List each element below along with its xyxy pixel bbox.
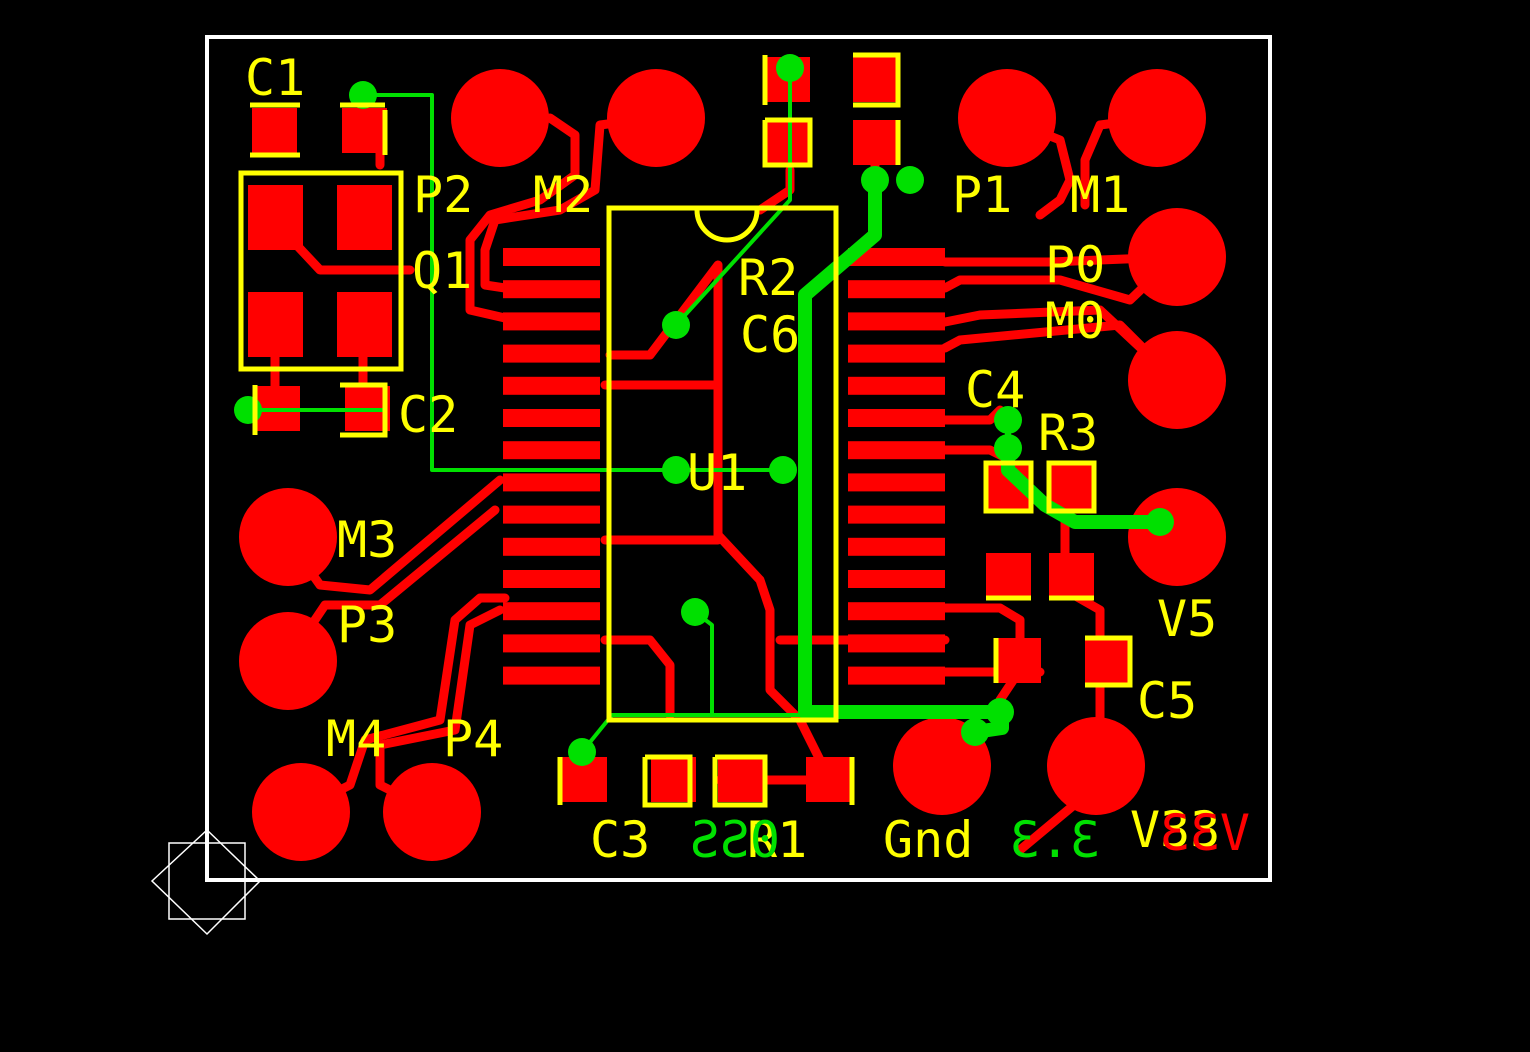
pad-p0	[1128, 208, 1226, 306]
label-v5: V5	[1157, 590, 1217, 648]
u1-pin-pad-left	[503, 280, 600, 299]
label-c3: C3	[590, 811, 650, 869]
via	[776, 54, 804, 82]
origin-marker	[150, 828, 262, 936]
label-m3: M3	[337, 511, 397, 569]
u1-pin-pad-left	[503, 376, 600, 395]
u1-pin-pad-left	[503, 666, 600, 685]
via	[986, 698, 1014, 726]
pad-p4	[383, 763, 481, 861]
u1-pin-pad-left	[503, 248, 600, 266]
top-copper-pads	[239, 57, 1226, 861]
via	[896, 166, 924, 194]
via	[662, 456, 690, 484]
u1-pin-pad-right	[848, 505, 945, 524]
u1-pin-pad-left	[503, 312, 600, 331]
u1-pin-pad-right	[848, 344, 945, 363]
via	[994, 434, 1022, 462]
label-r2: R2	[738, 249, 798, 307]
label-m1: M1	[1070, 166, 1130, 224]
bottom-layer-text: 0SS 3.3 V33	[690, 804, 1250, 869]
u1-pin-pad-left	[503, 441, 600, 460]
via	[349, 81, 377, 109]
via	[568, 738, 596, 766]
label-c5: C5	[1137, 672, 1197, 730]
u1-pin-pad-right	[848, 666, 945, 685]
silkscreen-outlines	[238, 52, 1133, 808]
u1-pin-pad-left	[503, 505, 600, 524]
label-p0: P0	[1045, 236, 1105, 294]
u1-left-pins	[503, 248, 600, 685]
label-c2: C2	[398, 386, 458, 444]
label-q1: Q1	[412, 242, 472, 300]
u1-pin-pad-left	[503, 409, 600, 427]
label-m4: M4	[326, 710, 386, 768]
u1-pin-pad-left	[503, 344, 600, 363]
pad-m3	[239, 488, 337, 586]
via	[961, 718, 989, 746]
u1-pin-pad-left	[503, 602, 600, 621]
pad-p1-top	[958, 69, 1056, 167]
u1-pin-pad-left	[503, 634, 600, 653]
q1-outline	[238, 170, 404, 372]
via	[769, 456, 797, 484]
pad-m0	[1128, 331, 1226, 429]
board-outline	[205, 35, 1272, 882]
label-gnd: Gnd	[883, 811, 973, 869]
bottom-text-0ss: 0SS	[690, 811, 780, 869]
u1-notch	[694, 209, 760, 243]
pad-v5	[1128, 488, 1226, 586]
via	[662, 311, 690, 339]
u1-pin-pad-right	[848, 312, 945, 331]
u1-pin-pad-left	[503, 473, 600, 492]
label-p2: P2	[413, 166, 473, 224]
pad-v33	[1047, 717, 1145, 815]
bottom-text-v33: V33	[1160, 804, 1250, 862]
via	[234, 396, 262, 424]
via	[681, 598, 709, 626]
u1-pin-pad-right	[848, 537, 945, 556]
u1-pin-pad-right	[848, 248, 945, 266]
u1-pin-pad-right	[848, 441, 945, 460]
via	[1146, 508, 1174, 536]
label-c4: C4	[965, 361, 1025, 419]
pad-p2-top	[451, 69, 549, 167]
u1-pin-pad-right	[848, 570, 945, 588]
u1-pin-pad-right	[848, 634, 945, 653]
pad-m4	[252, 763, 350, 861]
label-p3: P3	[337, 596, 397, 654]
via	[994, 406, 1022, 434]
label-u1: U1	[687, 444, 747, 502]
label-r3: R3	[1038, 404, 1098, 462]
silkscreen-labels: C1 P2 M2 Q1 C2 R2 C6 U1 P1 M1 P0 M0 C4 R…	[245, 49, 1220, 869]
u1-pin-pad-right	[848, 376, 945, 395]
u1-outline	[606, 205, 839, 723]
label-p4: P4	[443, 710, 503, 768]
label-c1: C1	[245, 49, 305, 107]
label-c6: C6	[740, 306, 800, 364]
label-r1: R1	[747, 811, 807, 869]
pad-m1-top	[1108, 69, 1206, 167]
label-v33: V33	[1130, 801, 1220, 859]
u1-pin-pad-left	[503, 537, 600, 556]
u1-right-pins	[848, 248, 945, 685]
u1-pin-pad-right	[848, 602, 945, 621]
label-m2: M2	[533, 166, 593, 224]
bottom-text-3v3: 3.3	[1010, 811, 1100, 869]
u1-pin-pad-right	[848, 473, 945, 492]
pad-p3	[239, 612, 337, 710]
label-m0: M0	[1045, 292, 1105, 350]
u1-pin-pad-left	[503, 570, 600, 588]
u1-pin-pad-right	[848, 409, 945, 427]
pad-m2-top	[607, 69, 705, 167]
label-p1: P1	[952, 166, 1012, 224]
u1-pin-pad-right	[848, 280, 945, 299]
via	[861, 166, 889, 194]
